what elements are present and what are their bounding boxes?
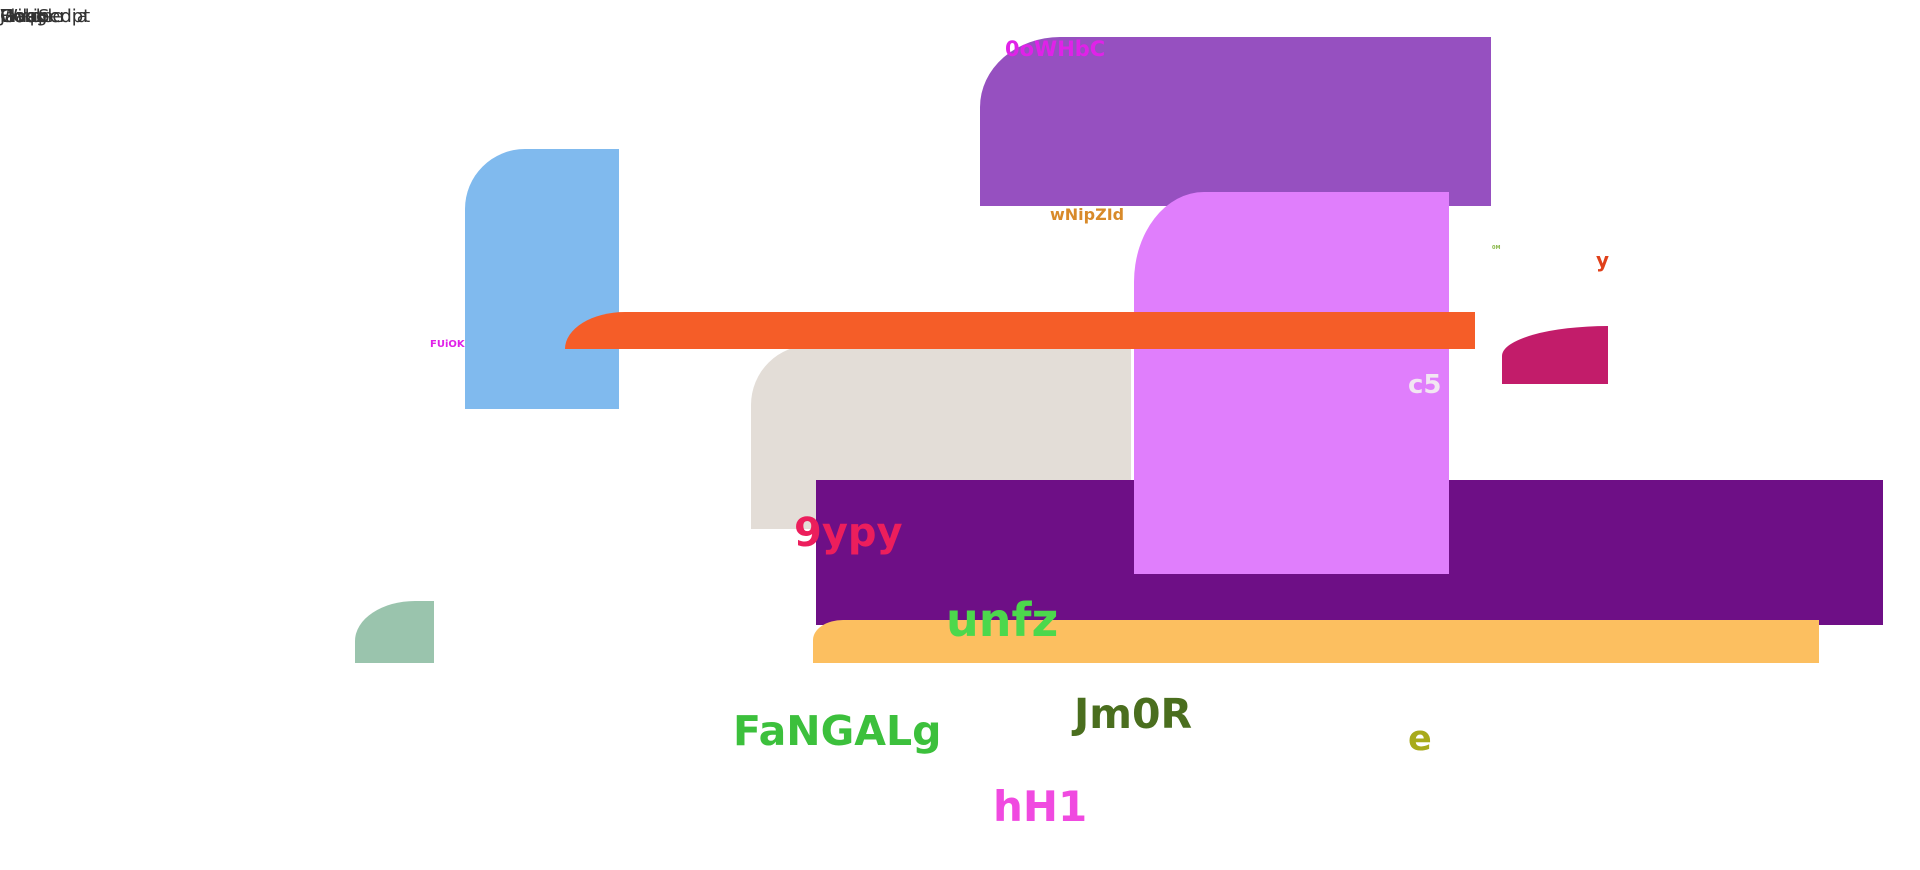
corner-label[interactable]: Wikipedia bbox=[0, 6, 88, 27]
corner-label[interactable]: Flask bbox=[0, 6, 47, 27]
label-text: Jm0R bbox=[1074, 690, 1193, 738]
label-text: 0M bbox=[1492, 245, 1501, 251]
magenta-block bbox=[1502, 326, 1608, 384]
corner-label[interactable]: Help bbox=[0, 6, 42, 27]
label-text: c5 bbox=[1408, 370, 1442, 400]
label-text: e bbox=[1408, 719, 1432, 759]
orange-bar bbox=[565, 312, 1475, 349]
blue-block bbox=[465, 149, 619, 409]
corner-label[interactable]: Google bbox=[0, 6, 64, 27]
yellow-bar bbox=[813, 620, 1819, 663]
label-text: FaNGALg bbox=[733, 707, 942, 755]
corner-label[interactable]: JavaScript bbox=[0, 6, 91, 27]
corner-label[interactable]: Home bbox=[0, 6, 54, 27]
label-text: unfz bbox=[946, 593, 1059, 647]
purple-block bbox=[980, 37, 1491, 206]
green-block bbox=[355, 601, 434, 663]
pink-block bbox=[1134, 192, 1449, 574]
label-text: y bbox=[1596, 248, 1610, 272]
label-text: 9ypy bbox=[794, 510, 903, 556]
label-text: wNipZId bbox=[1050, 205, 1125, 224]
label-text: FUiOK bbox=[430, 339, 465, 350]
label-text: hH1 bbox=[993, 782, 1088, 831]
label-text: 0oWHbC bbox=[1005, 37, 1106, 61]
